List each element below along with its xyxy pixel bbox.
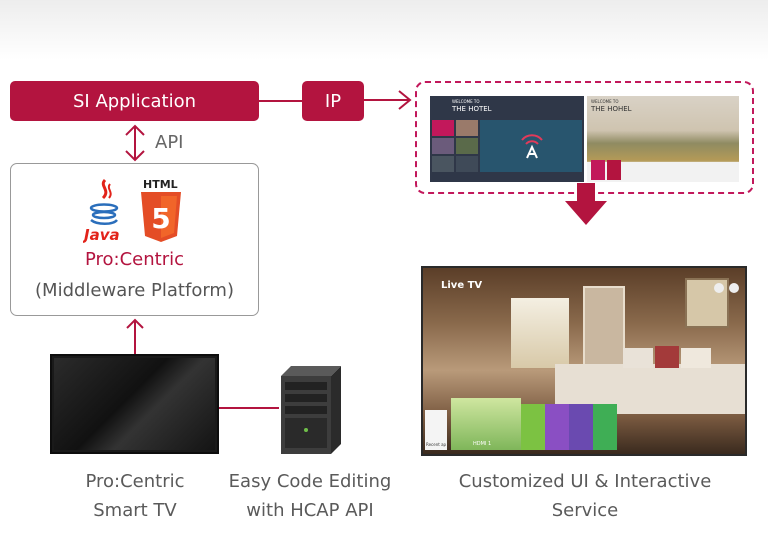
room-shelf <box>583 286 625 368</box>
screen2-title: THE HOHEL <box>591 105 632 113</box>
ip-label: IP <box>324 90 342 112</box>
html-logo-text: HTML <box>143 178 178 191</box>
launcher-recent-label: Recent ap <box>426 442 447 447</box>
hotel-screen-1: WELCOME TO THE HOTEL <box>430 96 584 182</box>
ip-box: IP <box>302 81 364 121</box>
middleware-subtitle: (Middleware Platform) <box>35 280 234 301</box>
live-tv-label: Live TV <box>441 280 483 291</box>
caption-smart-tv-line1: Pro:Centric <box>85 471 185 492</box>
tv-to-middleware-arrow <box>126 318 144 355</box>
top-gradient-band <box>0 0 768 60</box>
screen1-welcome: WELCOME TO <box>452 99 480 104</box>
launcher-recent-tile <box>425 410 447 450</box>
caption-smart-tv: Pro:Centric Smart TV <box>55 467 215 525</box>
launcher-tile-lightgreen <box>593 404 617 450</box>
launcher-hdmi-tile <box>451 398 521 450</box>
smart-tv-image <box>50 354 219 454</box>
caption-custom-line2: Service <box>551 500 619 521</box>
screen2-tile-red <box>591 160 605 180</box>
caption-hcap: Easy Code Editing with HCAP API <box>220 467 400 525</box>
screen1-tile-gray-c <box>456 138 478 154</box>
api-label: API <box>155 132 184 153</box>
caption-hcap-line2: with HCAP API <box>246 500 374 521</box>
customized-tv-screen: Live TV Recent ap HDMI 1 <box>421 266 747 456</box>
launcher-tile-purple <box>545 404 569 450</box>
si-application-label: SI Application <box>72 90 197 112</box>
launcher-tile-violet <box>569 404 593 450</box>
screen1-tile-gray-e <box>456 156 478 172</box>
screen2-welcome: WELCOME TO <box>591 99 619 104</box>
middleware-platform-box: Java HTML 5 Pro:Centric (Middleware Plat… <box>10 163 259 316</box>
connector-si-ip <box>259 100 302 102</box>
caption-custom: Customized UI & Interactive Service <box>440 467 730 525</box>
server-tower-icon <box>281 366 341 454</box>
caption-custom-line1: Customized UI & Interactive <box>458 471 712 492</box>
connector-tv-server <box>219 407 279 409</box>
caption-smart-tv-line2: Smart TV <box>93 500 177 521</box>
html5-number: 5 <box>151 202 170 235</box>
screen2-tile-red-2 <box>607 160 621 180</box>
caption-hcap-line1: Easy Code Editing <box>228 471 392 492</box>
launcher-hdmi-label: HDMI 1 <box>473 441 492 447</box>
screen1-title: THE HOTEL <box>452 105 492 113</box>
screen1-tile-gray-a <box>456 120 478 136</box>
screen2-menu-bar <box>587 162 739 182</box>
tv-control-icon-1 <box>714 283 724 293</box>
html5-shield-icon: 5 <box>141 192 181 242</box>
hotel-screen-2: WELCOME TO THE HOHEL <box>587 96 739 182</box>
api-double-arrow <box>125 124 145 162</box>
room-window <box>511 298 569 368</box>
middleware-title: Pro:Centric <box>84 249 185 270</box>
tv-control-icon-2 <box>729 283 739 293</box>
java-logo-icon: Java <box>83 178 120 244</box>
launcher-tile-green <box>521 404 545 450</box>
screens-to-tv-arrow <box>565 183 607 225</box>
ip-to-screens-arrow <box>364 90 412 110</box>
room-pillow-1 <box>623 348 653 368</box>
si-application-box: SI Application <box>10 81 259 121</box>
room-pillow-2 <box>655 346 679 368</box>
screen1-tile-pink <box>432 120 454 136</box>
screen1-tile-gray-b <box>432 138 454 154</box>
room-pillow-3 <box>681 348 711 368</box>
screen1-main-panel <box>480 120 582 172</box>
screen1-tile-gray-d <box>432 156 454 172</box>
screen1-wifi-icon <box>521 134 543 159</box>
java-logo-text: Java <box>83 226 120 244</box>
